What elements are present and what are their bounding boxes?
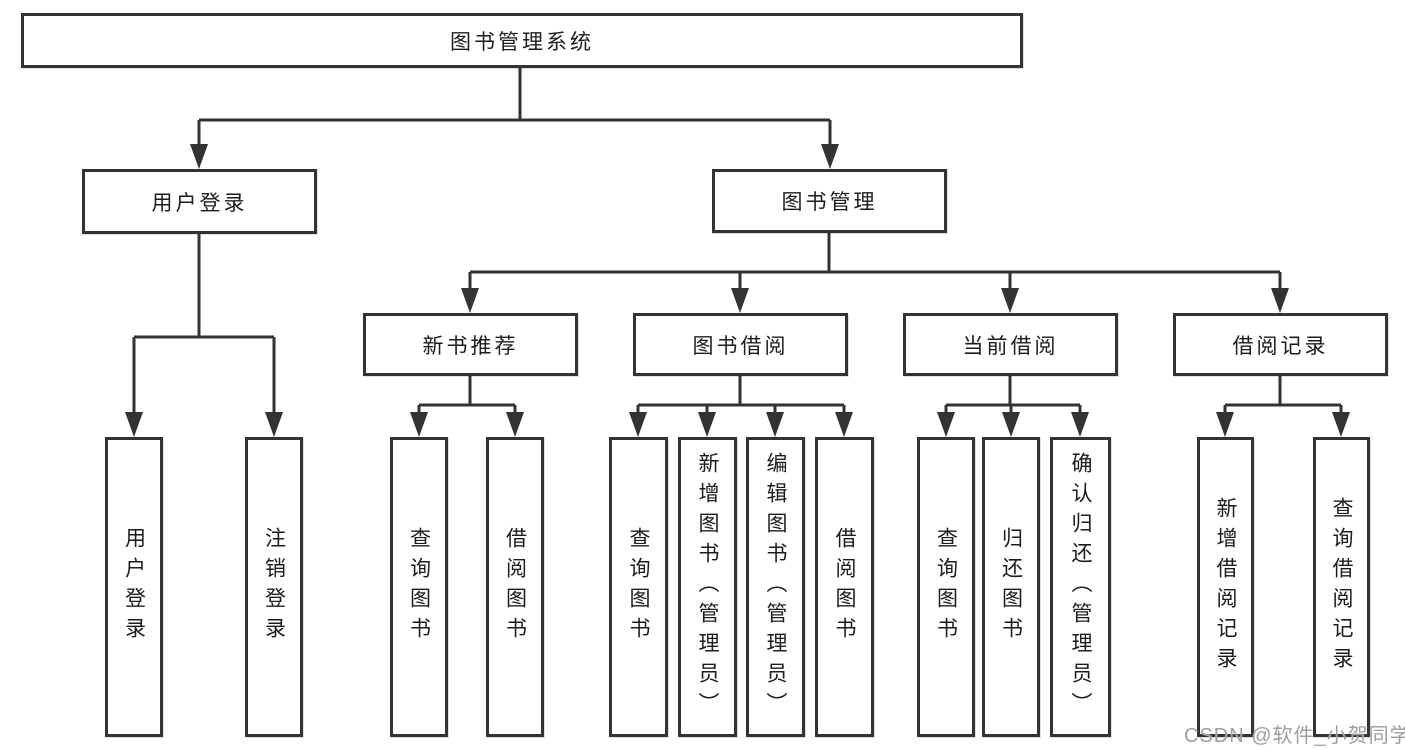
node-book-management: 图书管理	[712, 169, 947, 233]
leaf-borrow-books-borrowing: 借阅图书	[815, 437, 874, 737]
node-label: 确认归还（管理员）	[1069, 452, 1092, 722]
node-label: 注销登录	[262, 527, 286, 647]
node-label: 图书管理系统	[450, 30, 594, 54]
leaf-user-login: 用户登录	[105, 437, 163, 737]
node-label: 用户登录	[122, 527, 146, 647]
node-root-system: 图书管理系统	[21, 13, 1023, 68]
leaf-add-book-admin: 新增图书（管理员）	[678, 437, 737, 737]
node-label: 查询图书	[407, 527, 431, 647]
node-label: 新增借阅记录	[1214, 497, 1237, 677]
leaf-add-borrow-record: 新增借阅记录	[1197, 437, 1254, 737]
leaf-return-book: 归还图书	[982, 437, 1040, 737]
node-label: 图书借阅	[692, 334, 789, 358]
node-borrowing-records: 借阅记录	[1173, 313, 1388, 376]
node-label: 借阅图书	[503, 527, 527, 647]
leaf-edit-book-admin: 编辑图书（管理员）	[746, 437, 805, 737]
node-label: 查询图书	[627, 527, 650, 647]
leaf-query-borrow-record: 查询借阅记录	[1313, 437, 1370, 737]
leaf-query-books-borrowing: 查询图书	[609, 437, 668, 737]
node-label: 借阅记录	[1232, 334, 1329, 358]
node-label: 图书管理	[781, 191, 878, 214]
leaf-confirm-return-admin: 确认归还（管理员）	[1050, 437, 1111, 737]
csdn-watermark: CSDN @软件_小贺同学	[1184, 725, 1405, 747]
node-new-book-recommendation: 新书推荐	[363, 313, 578, 376]
arrowheads	[125, 144, 1350, 437]
connector-paths	[132, 67, 1343, 414]
node-label: 归还图书	[999, 527, 1023, 647]
node-label: 查询图书	[934, 527, 958, 647]
leaf-logout: 注销登录	[245, 437, 303, 737]
node-label: 借阅图书	[833, 527, 856, 647]
node-label: 编辑图书（管理员）	[764, 452, 787, 722]
leaf-borrow-books-recommend: 借阅图书	[486, 437, 544, 737]
node-label: 用户登录	[151, 191, 248, 215]
node-book-borrowing: 图书借阅	[633, 313, 848, 376]
node-label: 新书推荐	[422, 334, 519, 358]
node-label: 查询借阅记录	[1330, 497, 1353, 677]
node-user-login: 用户登录	[82, 169, 317, 234]
node-current-borrowing: 当前借阅	[903, 313, 1118, 376]
node-label: 新增图书（管理员）	[696, 452, 719, 722]
leaf-query-books-current: 查询图书	[917, 437, 975, 737]
leaf-query-books-recommend: 查询图书	[390, 437, 448, 737]
node-label: 当前借阅	[962, 334, 1059, 358]
